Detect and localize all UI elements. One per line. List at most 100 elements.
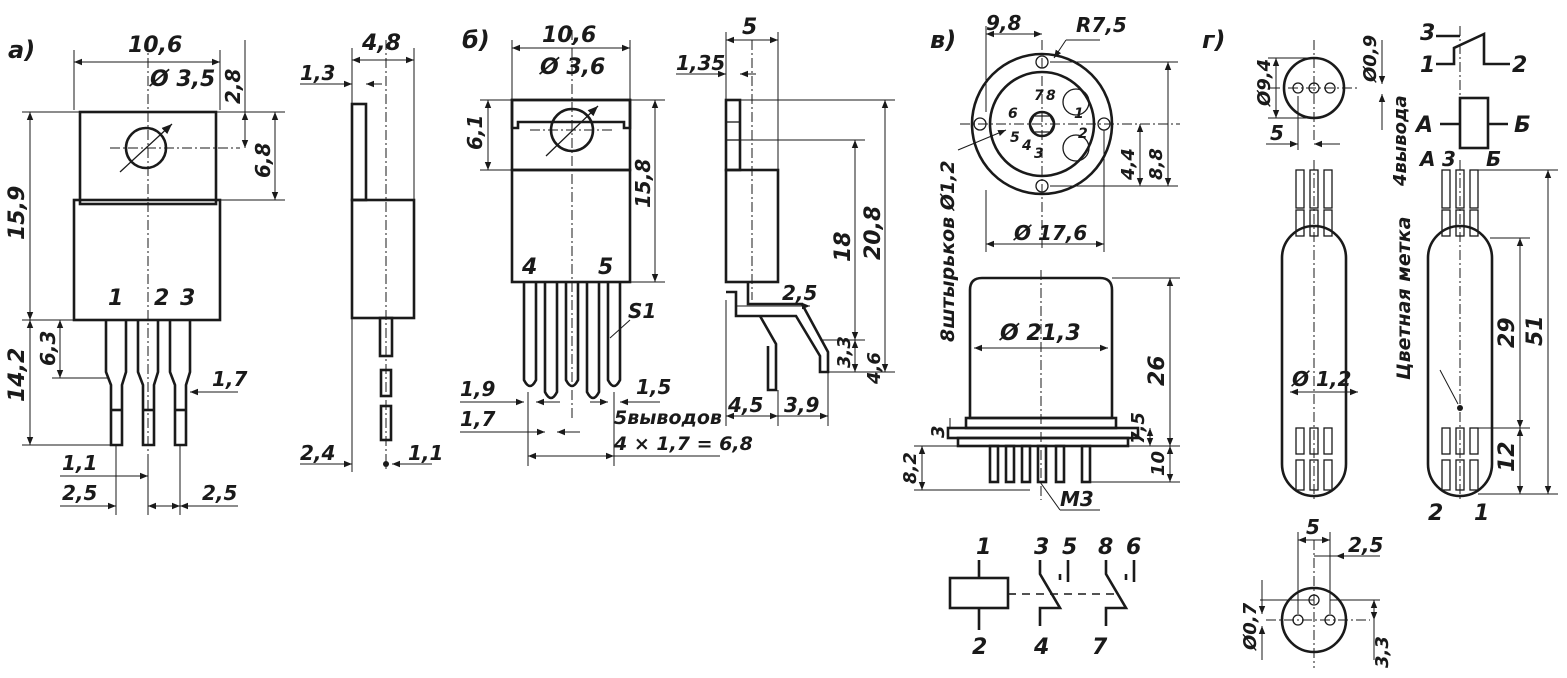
dim-v-base: Ø 17,6 [1013,221,1087,245]
dim-b-hole: Ø 3,6 [538,55,605,80]
panel-g-label: г) [1202,26,1226,54]
dim-v-base-h: 3 [928,425,949,438]
dim-b-bend-h2: 4,6 [864,352,885,385]
g-label-b2: Б [1486,147,1501,171]
dim-g-mark: Цветная метка [1393,217,1415,380]
dim-b-bend: 2,5 [782,281,817,305]
socket-pin-5: 5 [1010,130,1020,146]
schem-pin-7: 7 [1092,635,1108,660]
schem-pin-2: 2 [972,635,987,660]
schem-pin-8: 8 [1098,535,1113,560]
dim-v-h2: 8,8 [1146,148,1167,180]
dim-v-h1: 4,4 [1118,148,1139,181]
schem-pin-4: 4 [1033,635,1049,660]
dim-b-bend-h: 3,3 [834,336,855,368]
panel-a: а) 1 2 3 [5,31,443,515]
dim-g-body-d: Ø 1,2 [1291,367,1351,391]
panel-g-reed-switch-right [1426,160,1494,500]
g-lead-label-2: 2 [1428,501,1443,526]
dim-g-bot-d: Ø0,7 [1240,602,1261,651]
panel-v-top-dimensions [957,26,1178,252]
pin-3-label: 3 [180,286,195,311]
panel-v-socket-top: 7 8 6 5 4 3 1 2 [960,40,1180,250]
panel-g-right-dimensions [1478,169,1558,495]
dim-a-tab: 2,8 [221,68,245,104]
panel-a-label: а) [8,36,35,64]
dim-g-len3: 12 [1495,441,1520,472]
panel-v-relay-side [946,270,1140,500]
dim-b-tab: 6,1 [463,115,487,150]
dim-a-hole-pos: 6,8 [251,142,275,178]
dim-b-lead-w3: 1,5 [636,375,671,399]
dim-b-lead-w2: 1,7 [460,407,496,431]
g-lead-label-1: 1 [1474,501,1489,526]
dim-g-leads-note: 4вывода [1390,95,1411,187]
dim-g-d1: Ø9,4 [1254,59,1275,107]
dim-b-body-h: 15,8 [631,159,655,208]
schem-pin-3: 3 [1034,535,1049,560]
dim-g-len1: 29 [1495,317,1520,348]
dim-a-lead-t: 1,1 [62,451,97,475]
g-label-b: Б [1514,113,1531,138]
g-label-1: 1 [1420,53,1435,78]
panel-a-front-body [72,40,240,460]
panel-g-bottom-view [1258,532,1380,668]
dim-a-neck: 6,3 [36,331,60,366]
dim-a-lead-w: 1,7 [212,367,248,391]
dim-a-leads: 14,2 [5,348,30,402]
socket-pin-4: 4 [1021,138,1032,154]
g-label-a: А [1414,113,1433,138]
dim-g-d2: Ø0,9 [1360,35,1381,83]
dim-a-side-w: 4,8 [361,31,401,56]
panel-g-reed-symbol [1436,26,1510,150]
dim-a-height: 15,9 [5,186,30,240]
pin-1-label: 1 [108,286,123,311]
dim-b-lead-w1: 1,9 [460,377,496,401]
panel-g: г) Ø9,4 Ø0,9 5 4вывода [1202,21,1558,668]
g-label-3: 3 [1420,21,1435,46]
dim-v-pins-note: 8штырьков Ø1,2 [937,160,959,342]
dim-v-r: R7,5 [1076,13,1127,37]
pin-4-label: 4 [521,255,537,280]
socket-pin-8: 8 [1046,88,1056,104]
panel-v-side-dimensions [914,277,1180,511]
pin-5-label: 5 [598,255,613,280]
panel-b-dimensions [460,40,720,466]
dim-v-total: 8,2 [900,452,921,484]
g-label-3b: 3 [1442,147,1456,171]
dim-v-stud: 10 [1148,451,1169,476]
dim-b-side-h2: 20,8 [861,206,886,260]
schem-pin-5: 5 [1062,535,1077,560]
schem-pin-6: 6 [1126,535,1141,560]
panel-b: б) 4 5 [460,15,895,466]
dim-a-hole: Ø 3,5 [148,67,215,92]
dim-b-s: S1 [628,299,656,323]
dim-b-side-h1: 18 [831,231,856,262]
dim-b-side-tab: 1,35 [676,51,725,75]
dim-a-side-lead: 1,1 [408,441,443,465]
dim-a-pitch-r: 2,5 [202,481,237,505]
dim-v-thread: М3 [1060,487,1094,511]
dim-a-pitch-l: 2,5 [62,481,97,505]
color-mark-dot [1457,405,1463,411]
panel-v: в) 7 8 6 5 4 3 1 2 [900,11,1180,660]
dim-g-len2: 51 [1523,315,1548,346]
g-label-a2: А [1418,147,1435,171]
dim-b-off2: 3,9 [784,393,820,417]
socket-pin-3: 3 [1034,146,1044,162]
pin-2-label: 2 [154,286,169,311]
schem-pin-1: 1 [976,535,991,560]
socket-pin-7: 7 [1034,88,1044,104]
panel-b-side-view [676,32,895,426]
dim-g-bot-pitch: 5 [1306,515,1320,539]
socket-pin-2: 2 [1078,126,1088,142]
panel-a-dimensions [22,40,285,515]
dim-a-width: 10,6 [128,33,182,58]
dim-v-pin-l: 7,5 [1128,412,1149,444]
panel-b-front-body [510,30,632,420]
panel-v-schematic [948,560,1136,630]
panel-b-label: б) [462,26,490,54]
dim-b-side-w: 5 [742,15,757,40]
dim-b-pitch: 4 × 1,7 = 6,8 [613,433,753,455]
